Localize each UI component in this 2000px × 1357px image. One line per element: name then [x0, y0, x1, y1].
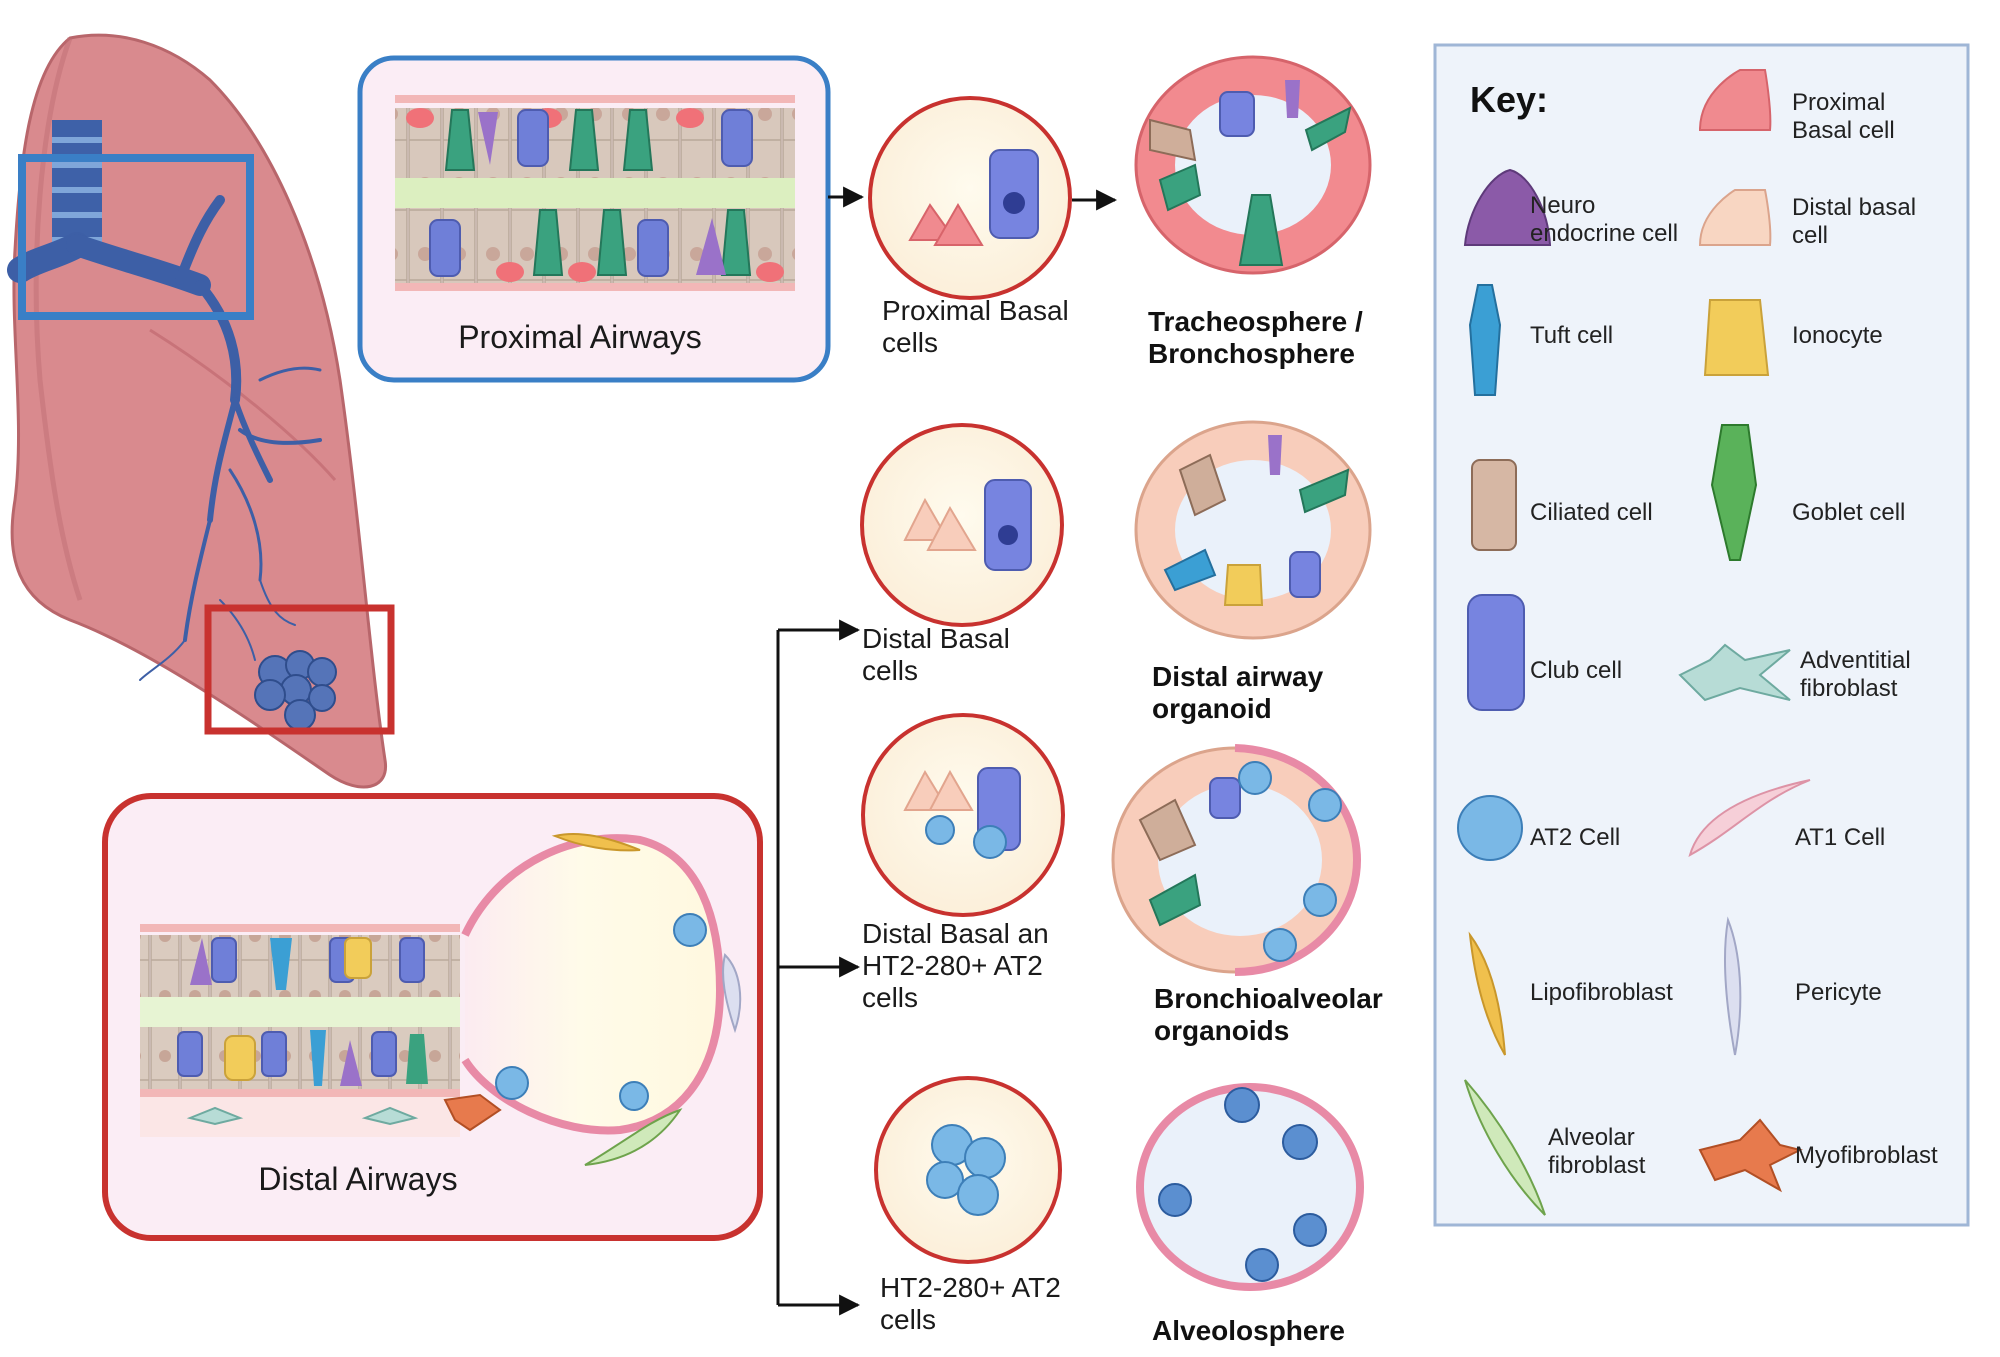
- key-myofibroblast-label: Myofibroblast: [1795, 1142, 1938, 1169]
- trachea: [52, 120, 102, 250]
- tracheosphere-label-1: Tracheosphere /: [1148, 306, 1363, 337]
- distal-basal-cell-icon: [1698, 189, 1772, 246]
- cell-circle-proximal-basal: [868, 96, 1072, 300]
- lung-lobe: [10, 33, 387, 789]
- myofibroblast-shape: [443, 1093, 502, 1132]
- key-neuroendocrine-label-2: endocrine cell: [1530, 220, 1678, 247]
- ht2-at2-label-2: cells: [880, 1304, 936, 1335]
- adventitial-fibroblast-icon: [1678, 643, 1791, 702]
- key-ionocyte-label: Ionocyte: [1792, 322, 1883, 349]
- lung-fissure: [149, 328, 337, 481]
- distal-airway-label-2: organoid: [1152, 693, 1272, 724]
- key-ciliated-label: Ciliated cell: [1530, 499, 1653, 526]
- key-club-label: Club cell: [1530, 657, 1622, 684]
- key-lipofibroblast-label: Lipofibroblast: [1530, 979, 1673, 1006]
- goblet-cell-icon: [1710, 424, 1758, 561]
- flow-arrows: [776, 186, 1118, 1316]
- key-at2-label: AT2 Cell: [1530, 824, 1620, 851]
- key-pericyte-label: Pericyte: [1795, 979, 1882, 1006]
- pericyte-shape: [722, 953, 742, 1034]
- key-proximal-basal-label-1: Proximal: [1792, 89, 1885, 116]
- lung-fold: [33, 37, 83, 601]
- distal-basal-at2-label-1: Distal Basal an: [862, 918, 1049, 949]
- at2-cell-icon: [1457, 795, 1523, 861]
- key-adventitial-label-2: fibroblast: [1800, 675, 1898, 702]
- cell-circle-ht2-at2: [874, 1076, 1062, 1264]
- key-alveolar-fibroblast-label-2: fibroblast: [1548, 1152, 1646, 1179]
- alveoli-cluster: [254, 650, 337, 731]
- pericyte-icon: [1723, 916, 1742, 1056]
- at1-cell-icon: [1688, 779, 1811, 858]
- key-at1-label: AT1 Cell: [1795, 824, 1885, 851]
- distal-airway-label-1: Distal airway: [1152, 661, 1324, 692]
- tracheosphere-label-2: Bronchosphere: [1148, 338, 1355, 369]
- lipofibroblast-shape: [551, 833, 641, 852]
- alveolar-fibroblast-shape: [584, 1108, 683, 1166]
- distal-basal-label-2: cells: [862, 655, 918, 686]
- alveolar-fibroblast-icon: [1464, 1079, 1546, 1216]
- bronchioalveolar-organoid: [1111, 744, 1362, 976]
- proximal-basal-label-2: cells: [882, 327, 938, 358]
- alveolus: [443, 833, 742, 1166]
- ionocyte-icon: [1703, 299, 1770, 376]
- proximal-highlight-box: [18, 154, 254, 320]
- key-distal-basal-label-2: cell: [1792, 222, 1828, 249]
- key-goblet-label: Goblet cell: [1792, 499, 1905, 526]
- ht2-at2-label-1: HT2-280+ AT2: [880, 1272, 1061, 1303]
- club-cell-icon: [1467, 594, 1525, 711]
- alveolosphere-organoid: [1136, 1083, 1364, 1291]
- bronchioalveolar-label-1: Bronchioalveolar: [1154, 983, 1383, 1014]
- lung-illustration: [7, 33, 395, 789]
- proximal-airways-label: Proximal Airways: [458, 319, 702, 355]
- proximal-airways-panel: Proximal Airways: [357, 55, 831, 383]
- key-title: Key:: [1470, 79, 1548, 120]
- cell-circle-distal-basal-at2: [861, 713, 1065, 917]
- bronchioalveolar-label-2: organoids: [1154, 1015, 1289, 1046]
- myofibroblast-icon: [1698, 1118, 1803, 1193]
- key-panel: Key: Proximal Basal cell Neuro endocrine…: [1433, 43, 1970, 1227]
- distal-basal-label-1: Distal Basal: [862, 623, 1010, 654]
- distal-airways-label: Distal Airways: [258, 1161, 457, 1197]
- proximal-basal-cell-icon: [1698, 69, 1772, 131]
- ciliated-cell-icon: [1471, 459, 1517, 551]
- key-neuroendocrine-label-1: Neuro: [1530, 192, 1595, 219]
- distal-basal-at2-label-2: HT2-280+ AT2: [862, 950, 1043, 981]
- tuft-cell-icon: [1468, 284, 1502, 396]
- proximal-epithelium: [395, 95, 795, 291]
- distal-basal-at2-label-3: cells: [862, 982, 918, 1013]
- distal-airway-organoid: [1134, 420, 1372, 640]
- key-alveolar-fibroblast-label-1: Alveolar: [1548, 1124, 1635, 1151]
- key-proximal-basal-label-2: Basal cell: [1792, 117, 1895, 144]
- distal-epithelium: [140, 924, 460, 1137]
- neuroendocrine-cell-icon: [1463, 168, 1552, 246]
- lipofibroblast-icon: [1468, 931, 1506, 1056]
- distal-airways-panel: Distal Airways: [102, 793, 763, 1241]
- cell-circle-distal-basal: [860, 423, 1064, 627]
- proximal-basal-label-1: Proximal Basal: [882, 295, 1069, 326]
- key-adventitial-label-1: Adventitial: [1800, 647, 1911, 674]
- distal-highlight-box: [204, 604, 395, 735]
- tracheosphere-organoid: [1134, 55, 1372, 275]
- alveolosphere-label: Alveolosphere: [1152, 1315, 1345, 1346]
- key-tuft-label: Tuft cell: [1530, 322, 1613, 349]
- key-distal-basal-label-1: Distal basal: [1792, 194, 1916, 221]
